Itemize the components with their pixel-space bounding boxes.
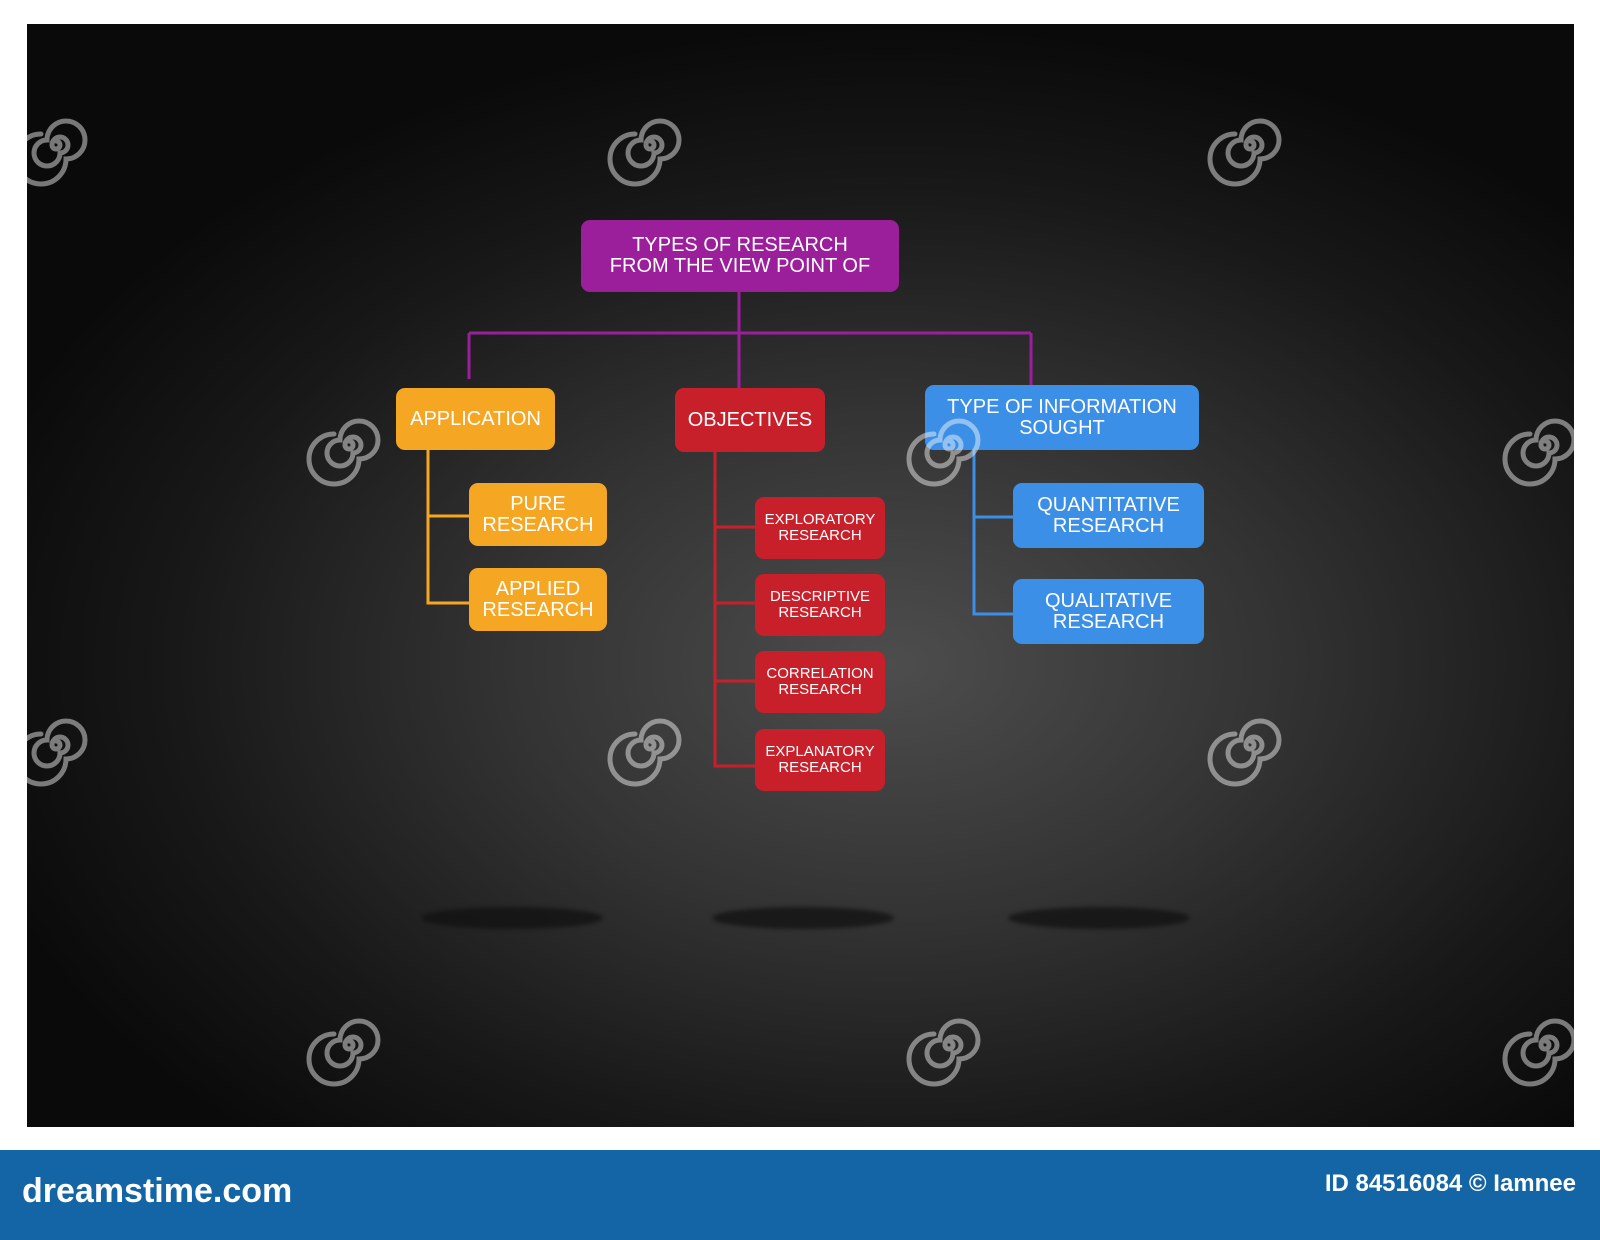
branch-objectives-label: OBJECTIVES bbox=[687, 408, 813, 431]
node-qualitative-label: QUALITATIVE RESEARCH bbox=[1044, 589, 1173, 633]
node-correlation-research: CORRELATION RESEARCH bbox=[755, 651, 885, 713]
node-pure-research: PURE RESEARCH bbox=[469, 483, 607, 546]
root-connector bbox=[467, 292, 1033, 388]
footer-credit: ID 84516084 © Iamnee bbox=[1324, 1170, 1576, 1197]
objectives-connector bbox=[713, 451, 755, 768]
node-quantitative-label: QUANTITATIVE RESEARCH bbox=[1037, 493, 1180, 537]
application-connector bbox=[426, 449, 469, 605]
branch-information-label: TYPE OF INFORMATION SOUGHT bbox=[947, 395, 1177, 439]
node-explanatory-research: EXPLANATORY RESEARCH bbox=[755, 729, 885, 791]
branch-information-sought: TYPE OF INFORMATION SOUGHT bbox=[925, 385, 1199, 450]
node-descriptive-research: DESCRIPTIVE RESEARCH bbox=[755, 574, 885, 636]
branch-objectives: OBJECTIVES bbox=[675, 388, 825, 452]
node-exploratory-research: EXPLORATORY RESEARCH bbox=[755, 497, 885, 559]
branch-application: APPLICATION bbox=[396, 388, 555, 450]
floor-shadow-left bbox=[421, 907, 603, 929]
node-descriptive-label: DESCRIPTIVE RESEARCH bbox=[769, 588, 871, 621]
footer-logo[interactable]: dreamstime.com bbox=[22, 1172, 293, 1210]
footer-bar: dreamstime.com ID 84516084 © Iamnee bbox=[0, 1150, 1600, 1240]
node-explanatory-label: EXPLANATORY RESEARCH bbox=[765, 743, 875, 776]
node-quantitative-research: QUANTITATIVE RESEARCH bbox=[1013, 483, 1204, 548]
branch-application-label: APPLICATION bbox=[410, 407, 541, 430]
root-node-label: TYPES OF RESEARCH FROM THE VIEW POINT OF bbox=[609, 234, 871, 277]
node-pure-research-label: PURE RESEARCH bbox=[482, 492, 594, 536]
node-applied-research: APPLIED RESEARCH bbox=[469, 568, 607, 631]
node-exploratory-label: EXPLORATORY RESEARCH bbox=[764, 511, 876, 544]
node-correlation-label: CORRELATION RESEARCH bbox=[766, 665, 874, 698]
root-node: TYPES OF RESEARCH FROM THE VIEW POINT OF bbox=[581, 220, 899, 292]
floor-shadow-right bbox=[1008, 907, 1190, 929]
node-applied-research-label: APPLIED RESEARCH bbox=[482, 577, 594, 621]
node-qualitative-research: QUALITATIVE RESEARCH bbox=[1013, 579, 1204, 644]
information-connector bbox=[972, 450, 1013, 616]
floor-shadow-center bbox=[712, 907, 894, 929]
